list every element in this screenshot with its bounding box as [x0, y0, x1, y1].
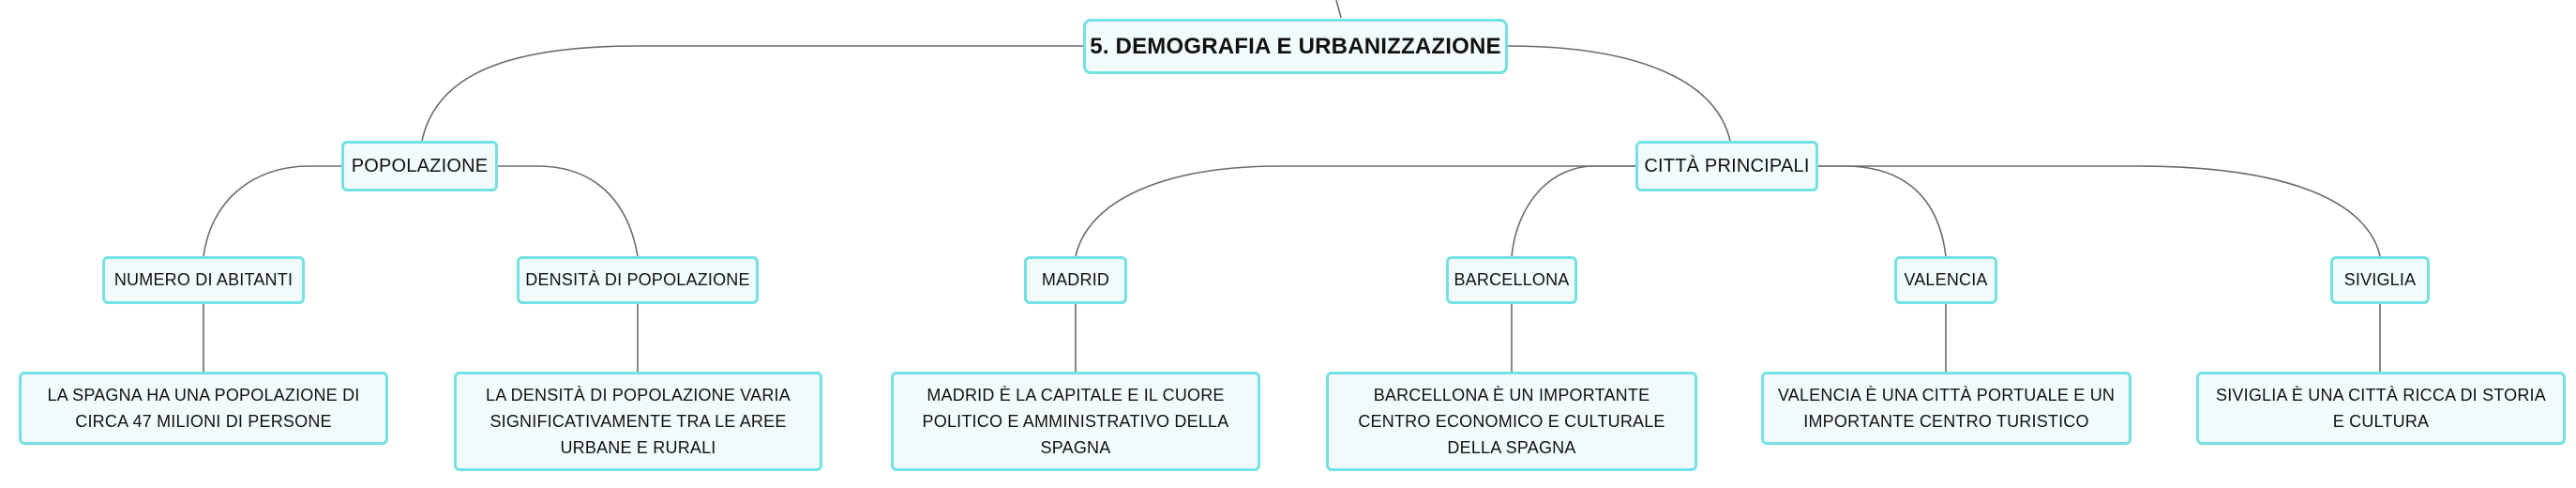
detail-densita-di-popolazione[interactable]: LA DENSITÀ DI POPOLAZIONE VARIA SIGNIFIC… [454, 372, 822, 471]
detail-barcellona-text: BARCELLONA È UN IMPORTANTE CENTRO ECONOM… [1358, 386, 1665, 457]
connector-citta-to-siviglia [1818, 165, 2381, 257]
topic-barcellona-label: BARCELLONA [1454, 270, 1570, 289]
detail-densita-di-popolazione-text: LA DENSITÀ DI POPOLAZIONE VARIA SIGNIFIC… [486, 386, 791, 457]
topic-numero-di-abitanti[interactable]: NUMERO DI ABITANTI [102, 256, 305, 304]
topic-citta-principali[interactable]: CITTÀ PRINCIPALI [1635, 141, 1818, 191]
topic-barcellona[interactable]: BARCELLONA [1446, 256, 1577, 304]
connector-popolazione-to-abitanti [203, 165, 341, 257]
detail-barcellona[interactable]: BARCELLONA È UN IMPORTANTE CENTRO ECONOM… [1326, 372, 1697, 471]
topic-madrid[interactable]: MADRID [1024, 256, 1127, 304]
detail-siviglia-text: SIVIGLIA È UNA CITTÀ RICCA DI STORIA E C… [2216, 386, 2546, 431]
connector-citta-to-barcellona [1511, 165, 1635, 257]
detail-madrid[interactable]: MADRID È LA CAPITALE E IL CUORE POLITICO… [891, 372, 1260, 471]
connector-citta-to-valencia [1818, 165, 1947, 257]
connector-parent-to-root [1335, 0, 1342, 19]
connector-root-to-popolazione [421, 45, 1083, 142]
topic-densita-di-popolazione-label: DENSITÀ DI POPOLAZIONE [525, 270, 750, 289]
topic-siviglia[interactable]: SIVIGLIA [2330, 256, 2430, 304]
root-topic-label: 5. DEMOGRAFIA E URBANIZZAZIONE [1090, 33, 1501, 59]
topic-densita-di-popolazione[interactable]: DENSITÀ DI POPOLAZIONE [517, 256, 759, 304]
detail-numero-di-abitanti[interactable]: LA SPAGNA HA UNA POPOLAZIONE DI CIRCA 47… [19, 372, 388, 445]
detail-valencia-text: VALENCIA È UNA CITTÀ PORTUALE E UN IMPOR… [1777, 386, 2116, 431]
detail-numero-di-abitanti-text: LA SPAGNA HA UNA POPOLAZIONE DI CIRCA 47… [47, 386, 360, 431]
root-topic[interactable]: 5. DEMOGRAFIA E URBANIZZAZIONE [1083, 19, 1508, 74]
topic-madrid-label: MADRID [1041, 270, 1110, 289]
connector-popolazione-to-densita [498, 165, 639, 257]
detail-valencia[interactable]: VALENCIA È UNA CITTÀ PORTUALE E UN IMPOR… [1761, 372, 2132, 445]
topic-popolazione-label: POPOLAZIONE [351, 155, 489, 176]
detail-madrid-text: MADRID È LA CAPITALE E IL CUORE POLITICO… [922, 386, 1229, 457]
connector-root-to-citta [1507, 45, 1731, 142]
topic-siviglia-label: SIVIGLIA [2343, 270, 2417, 289]
connector-citta-to-madrid [1075, 165, 1635, 257]
topic-numero-di-abitanti-label: NUMERO DI ABITANTI [113, 270, 294, 289]
topic-citta-principali-label: CITTÀ PRINCIPALI [1644, 155, 1810, 176]
detail-siviglia[interactable]: SIVIGLIA È UNA CITTÀ RICCA DI STORIA E C… [2196, 372, 2566, 445]
topic-valencia-label: VALENCIA [1904, 270, 1988, 289]
topic-valencia[interactable]: VALENCIA [1894, 256, 1997, 304]
topic-popolazione[interactable]: POPOLAZIONE [341, 141, 498, 191]
